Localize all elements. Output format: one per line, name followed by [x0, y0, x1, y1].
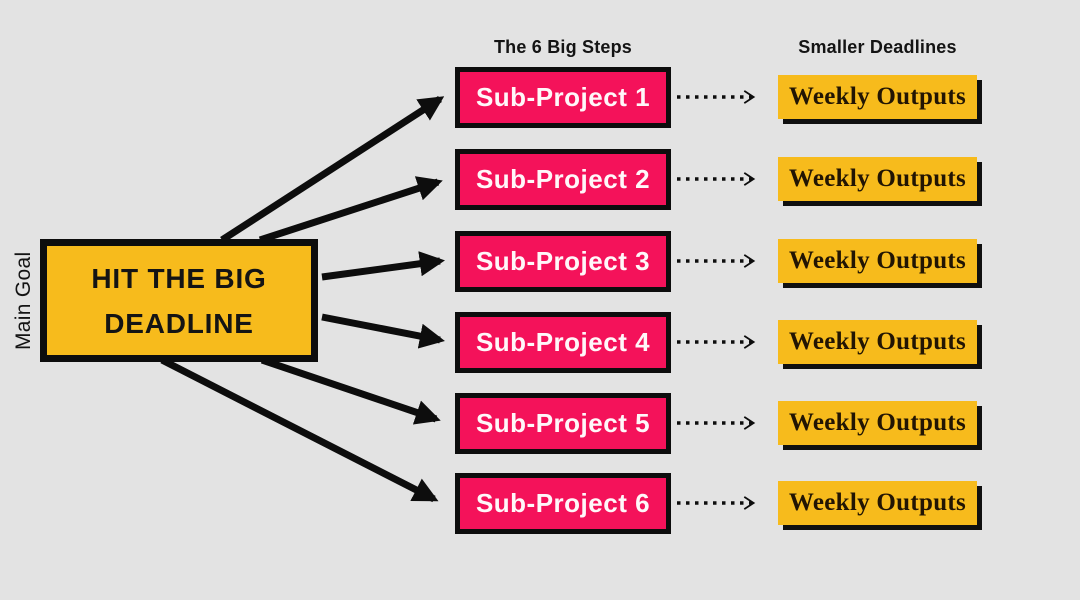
outputs-column-header: Smaller Deadlines: [798, 37, 957, 57]
step-box-6: Sub-Project 6: [455, 473, 671, 534]
step-label: Sub-Project 3: [475, 246, 651, 276]
step-label: Sub-Project 5: [475, 408, 651, 438]
goal-to-step-4-arrow: [321, 313, 445, 349]
step-label: Sub-Project 4: [475, 327, 651, 357]
step-box-3: Sub-Project 3: [455, 231, 671, 292]
output-box-6: Weekly Outputs: [778, 481, 977, 525]
step-label: Sub-Project 6: [475, 488, 651, 518]
output-label: Weekly Outputs: [788, 409, 967, 436]
goal-to-step-6-arrow: [160, 356, 439, 503]
output-box-1: Weekly Outputs: [778, 75, 977, 119]
output-label: Weekly Outputs: [788, 83, 967, 110]
goal-to-step-2-arrow: [258, 176, 443, 244]
output-box-5: Weekly Outputs: [778, 401, 977, 445]
output-label: Weekly Outputs: [788, 247, 967, 274]
output-box-4: Weekly Outputs: [778, 320, 977, 364]
step-box-5: Sub-Project 5: [455, 393, 671, 454]
step-box-4: Sub-Project 4: [455, 312, 671, 373]
goal-to-step-3-arrow: [321, 251, 445, 281]
steps-column-header: The 6 Big Steps: [493, 37, 633, 57]
output-label: Weekly Outputs: [788, 165, 967, 192]
goal-to-step-5-arrow: [260, 356, 441, 425]
step-box-1: Sub-Project 1: [455, 67, 671, 128]
main-goal-title: HIT THE BIG DEADLINE: [91, 262, 267, 339]
output-label: Weekly Outputs: [788, 328, 967, 355]
main-goal-axis-label: Main Goal: [12, 251, 35, 350]
output-box-2: Weekly Outputs: [778, 157, 977, 201]
output-box-3: Weekly Outputs: [778, 239, 977, 283]
step-label: Sub-Project 1: [475, 82, 651, 112]
goal-to-step-1-arrow: [220, 96, 445, 243]
main-goal-box: HIT THE BIG DEADLINE: [40, 239, 318, 362]
step-label: Sub-Project 2: [475, 164, 651, 194]
step-box-2: Sub-Project 2: [455, 149, 671, 210]
output-label: Weekly Outputs: [788, 489, 967, 516]
